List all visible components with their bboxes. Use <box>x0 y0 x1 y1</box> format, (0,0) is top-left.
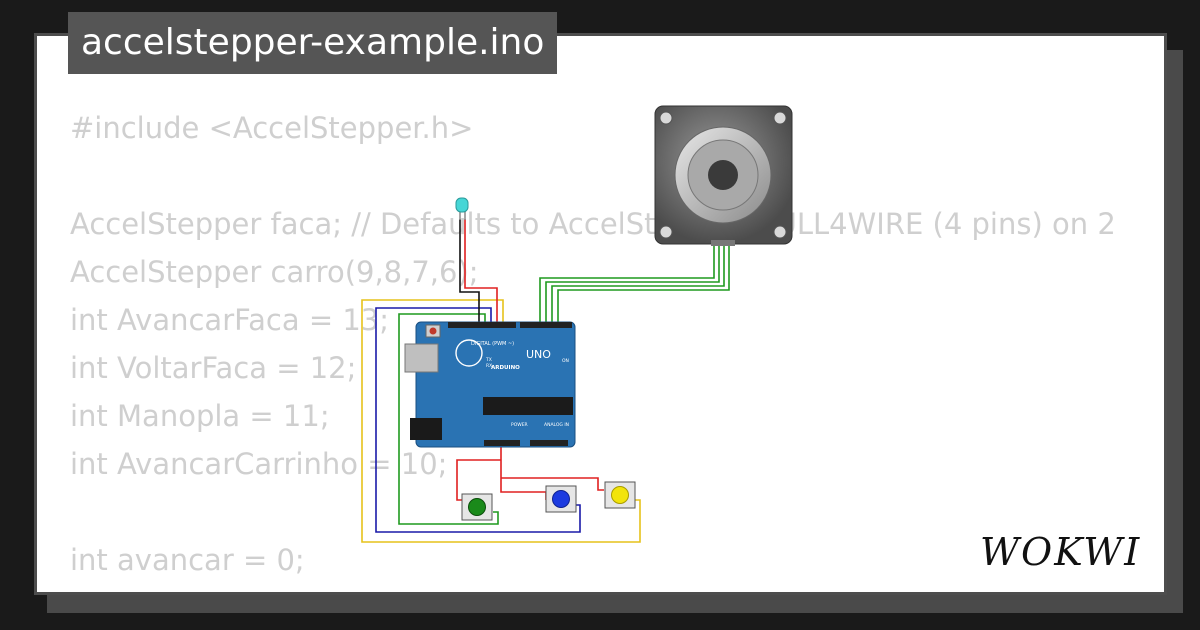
wire-blue <box>375 307 581 533</box>
wire-red-power-2 <box>456 459 501 501</box>
wire-yellow <box>361 299 641 543</box>
wire-red-led <box>464 219 498 322</box>
power-jack <box>410 418 442 440</box>
brand-text: WOKWI <box>980 530 1141 574</box>
preview-card: #include <AccelStepper.h> AccelStepper f… <box>34 33 1167 595</box>
pushbutton-blue[interactable] <box>545 485 577 513</box>
wire-motor-2 <box>545 245 720 322</box>
usb-port <box>404 343 439 373</box>
code-line: int AvancarCarrinho = 10; <box>70 447 448 481</box>
wires <box>361 219 730 543</box>
wire-black-led <box>459 219 480 322</box>
wokwi-logo: WOKWI <box>980 530 1141 574</box>
led-icon[interactable] <box>455 197 469 220</box>
uno-label: UNO <box>526 348 551 361</box>
arduino-logo <box>455 339 483 367</box>
on-label: ON <box>562 358 569 364</box>
wire-motor-3 <box>551 245 725 322</box>
code-line: AccelStepper faca; // Defaults to AccelS… <box>70 207 1116 241</box>
wire-motor-4 <box>557 245 730 322</box>
wire-motor-1 <box>539 245 715 322</box>
analog-label: ANALOG IN <box>544 422 569 428</box>
code-line <box>70 152 1116 200</box>
code-line: int avancar = 0; <box>70 543 305 577</box>
arduino-uno-board[interactable]: DIGITAL (PWM ~) UNO ARDUINO ON TX RX POW… <box>404 321 576 448</box>
tx-label: TX <box>485 357 492 363</box>
wire-green-button <box>398 313 499 525</box>
power-label: POWER <box>511 422 528 428</box>
code-line: int VoltarFaca = 12; <box>70 351 357 385</box>
arduino-label: ARDUINO <box>491 365 520 371</box>
wire-red-power-3 <box>501 477 604 491</box>
microcontroller-chip <box>483 397 573 415</box>
digital-label: DIGITAL (PWM ~) <box>471 341 514 347</box>
digital-header <box>448 322 572 446</box>
code-line <box>70 488 1116 536</box>
pushbutton-green[interactable] <box>461 493 493 521</box>
pushbutton-yellow[interactable] <box>604 481 636 509</box>
code-line: AccelStepper carro(9,8,7,6); <box>70 255 479 289</box>
code-line: int voltar = 0; <box>70 584 1116 592</box>
code-line: #include <AccelStepper.h> <box>70 111 474 145</box>
code-listing: #include <AccelStepper.h> AccelStepper f… <box>70 104 1116 592</box>
code-line: int AvancarFaca = 13; <box>70 303 390 337</box>
project-title: accelstepper-example.ino <box>68 12 558 74</box>
rx-label: RX <box>486 363 492 369</box>
code-line: int Manopla = 11; <box>70 399 330 433</box>
stepper-motor-icon[interactable] <box>654 105 793 246</box>
